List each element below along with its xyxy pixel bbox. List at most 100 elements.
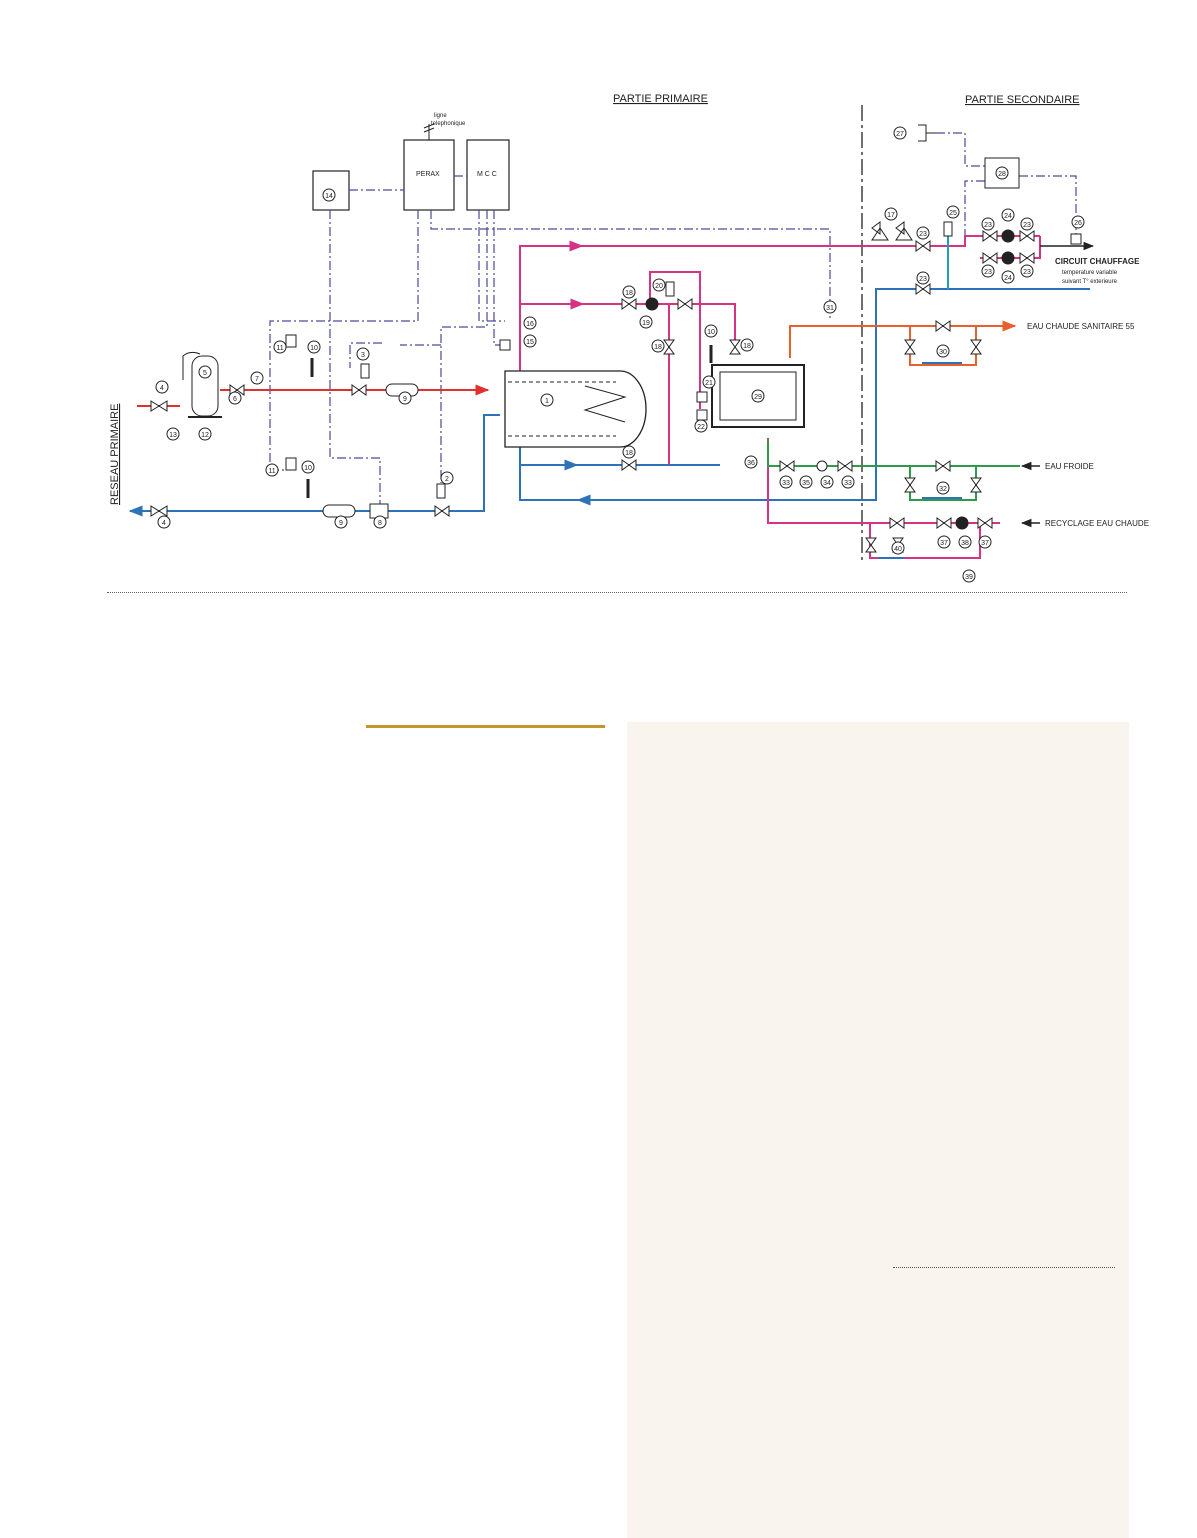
tag-circle: [155, 380, 169, 394]
flow-meter: [322, 383, 419, 519]
tag-13: 13: [169, 432, 177, 439]
tag-circle: [1071, 215, 1085, 229]
tag-23: 23: [919, 231, 927, 238]
tag-circle: [622, 285, 636, 299]
mcc-label: M C C: [477, 171, 497, 178]
pump: [645, 229, 1015, 530]
tag-circle: [936, 481, 950, 495]
tag-22: 22: [697, 424, 705, 431]
tag-circle: [1020, 217, 1034, 231]
valve: [150, 230, 1035, 553]
tag-circle: [307, 340, 321, 354]
tag-circle: [301, 460, 315, 474]
tag-circle: [198, 365, 212, 379]
tag-37: 37: [940, 540, 948, 547]
tag-circle: [884, 207, 898, 221]
separator-vessel: [182, 351, 222, 418]
tag-32: 32: [939, 486, 947, 493]
tag-27: 27: [896, 131, 904, 138]
tag-33: 33: [782, 480, 790, 487]
tag-10: 10: [304, 465, 312, 472]
tag-circle: [694, 419, 708, 433]
tag-circle: [958, 535, 972, 549]
perax-box: [403, 139, 455, 211]
tag-39: 39: [965, 574, 973, 581]
tag-circle: [916, 226, 930, 240]
tag-circle: [946, 205, 960, 219]
heating-circuit-label: CIRCUIT CHAUFFAGE: [1055, 257, 1140, 266]
tag-circle: [398, 391, 412, 405]
tag-circle: [651, 339, 665, 353]
tag-37: 37: [981, 540, 989, 547]
tag-21: 21: [705, 380, 713, 387]
secondary-section-title: PARTIE SECONDAIRE: [965, 94, 1080, 106]
tag-circle: [995, 166, 1009, 180]
accent-rule: [366, 725, 605, 728]
sensor-26-box: [1070, 233, 1082, 245]
tag-circle: [937, 535, 951, 549]
tag-circle: [1001, 270, 1015, 284]
tag-circle: [166, 427, 180, 441]
control-wiring: [269, 132, 1077, 508]
heating-note-1: temperature variable: [1062, 270, 1118, 276]
tag-7: 7: [255, 376, 259, 383]
tag-3: 3: [361, 352, 365, 359]
tag-circle: [799, 475, 813, 489]
tag-circle: [751, 389, 765, 403]
dhw-line: [789, 320, 1017, 366]
hydraulic-schematic: PARTIE PRIMAIRE PARTIE SECONDAIRE RESEAU…: [109, 93, 1149, 583]
heating-note-2: suivant T° exterieure: [1062, 279, 1118, 285]
phone-line-label-2: telephonique: [431, 121, 466, 127]
sensor-15-box: [499, 339, 511, 351]
tag-35: 35: [802, 480, 810, 487]
tag-38: 38: [961, 540, 969, 547]
tag-33: 33: [844, 480, 852, 487]
tag-23: 23: [984, 269, 992, 276]
tag-circle: [891, 541, 905, 555]
tag-circle: [265, 463, 279, 477]
primary-section-title: PARTIE PRIMAIRE: [613, 93, 708, 105]
tag-20: 20: [655, 283, 663, 290]
tag-23: 23: [984, 222, 992, 229]
tag-circle: [157, 515, 171, 529]
tag-4: 4: [160, 385, 164, 392]
tag-circle: [322, 188, 336, 202]
component-tag-numbers: 1 2 3 4 4 5 6 7 8 9 9 10 10 10 11 11 12 …: [160, 131, 1082, 581]
mcc-box: [466, 139, 510, 211]
pump: [816, 460, 828, 472]
tag-34: 34: [823, 480, 831, 487]
tag-circle: [823, 300, 837, 314]
tag-circle: [981, 264, 995, 278]
bypass-bar: [878, 362, 962, 559]
tag-5: 5: [203, 370, 207, 377]
tag-circle: [334, 515, 348, 529]
tag-18: 18: [625, 290, 633, 297]
storage-tank: [504, 370, 647, 448]
cold-water-line: [767, 440, 1020, 501]
tag-18: 18: [654, 344, 662, 351]
safety-valve: [871, 221, 913, 241]
tag-12: 12: [201, 432, 209, 439]
tag-9: 9: [339, 520, 343, 527]
tag-circle: [978, 535, 992, 549]
tag-circle: [936, 344, 950, 358]
tag-26: 26: [1074, 220, 1082, 227]
tag-circle: [841, 475, 855, 489]
tag-23: 23: [919, 276, 927, 283]
sensor-21-box: [696, 391, 708, 403]
tag-circle: [440, 471, 454, 485]
tag-11: 11: [268, 468, 275, 475]
regulator-28-box: [984, 157, 1020, 189]
tag-24: 24: [1004, 275, 1012, 282]
tag-circle: [523, 316, 537, 330]
tag-2: 2: [445, 476, 449, 483]
tag-circle: [356, 347, 370, 361]
tag-14: 14: [325, 193, 333, 200]
sensor-22-box: [696, 409, 708, 421]
tag-circle: [704, 324, 718, 338]
tag-circle: [702, 375, 716, 389]
tag-10: 10: [707, 329, 715, 336]
tag-23: 23: [1023, 222, 1031, 229]
tag-10: 10: [310, 345, 318, 352]
dhw-label: EAU CHAUDE SANITAIRE 55: [1027, 322, 1135, 331]
